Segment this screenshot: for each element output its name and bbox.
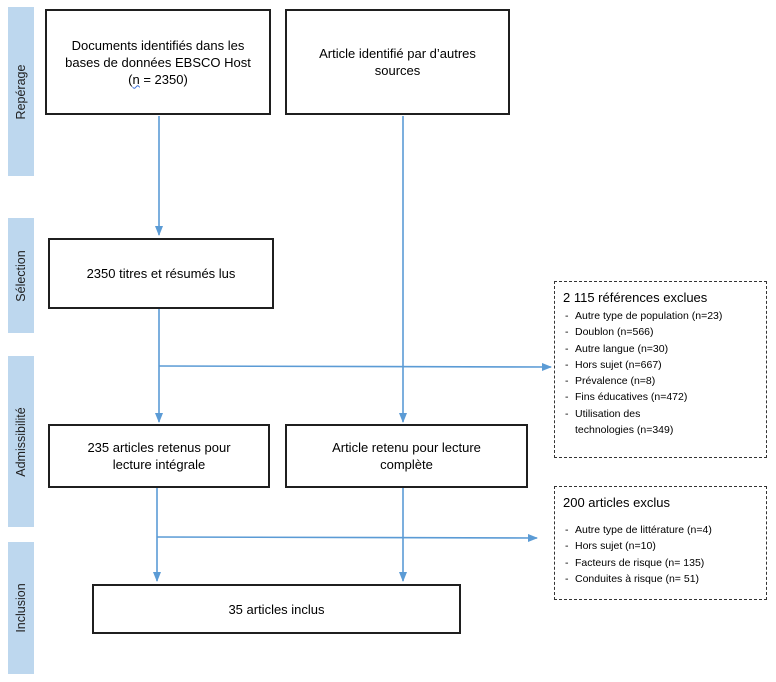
phase-bar-admissibilite: Admissibilité: [8, 356, 34, 527]
phase-bar-inclusion: Inclusion: [8, 542, 34, 674]
box-other-sources: Article identifié par d’autres sources: [285, 9, 510, 115]
exclusions-fulltext-title: 200 articles exclus: [563, 495, 670, 510]
box-screened: 2350 titres et résumés lus: [48, 238, 274, 309]
arrow-to-exclusions-screening: [158, 362, 552, 371]
n-label: n: [132, 71, 140, 87]
list-item: Facteurs de risque (n= 135): [563, 555, 758, 572]
exclusions-screening-box: 2 115 références exclues Autre type de p…: [554, 281, 767, 458]
phase-bar-selection: Sélection: [8, 218, 34, 333]
box-other-full-text: Article retenu pour lecture complète: [285, 424, 528, 488]
list-item: Conduites à risque (n= 51): [563, 571, 758, 588]
list-item: Fins éducatives (n=472): [563, 389, 758, 406]
phase-bar-reperage: Repérage: [8, 7, 34, 176]
exclusions-fulltext-box: 200 articles exclus Autre type de littér…: [554, 486, 767, 600]
list-item: Hors sujet (n=10): [563, 538, 758, 555]
exclusions-screening-list: Autre type de population (n=23) Doublon …: [563, 308, 758, 438]
arrow-to-exclusions-fulltext: [156, 533, 538, 542]
exclusions-fulltext-list: Autre type de littérature (n=4) Hors suj…: [563, 522, 758, 587]
box-included: 35 articles inclus: [92, 584, 461, 634]
list-item: Autre langue (n=30): [563, 341, 758, 358]
list-item: Autre type de littérature (n=4): [563, 522, 758, 539]
list-item: Utilisation des technologies (n=349): [563, 406, 685, 439]
list-item: Autre type de population (n=23): [563, 308, 758, 325]
box-database-identified: Documents identifiés dans les bases de d…: [45, 9, 271, 115]
list-item: Hors sujet (n=667): [563, 357, 758, 374]
list-item: Prévalence (n=8): [563, 373, 758, 390]
list-item: Doublon (n=566): [563, 324, 758, 341]
exclusions-screening-title: 2 115 références exclues: [563, 290, 708, 305]
box-full-text-retained: 235 articles retenus pour lecture intégr…: [48, 424, 270, 488]
